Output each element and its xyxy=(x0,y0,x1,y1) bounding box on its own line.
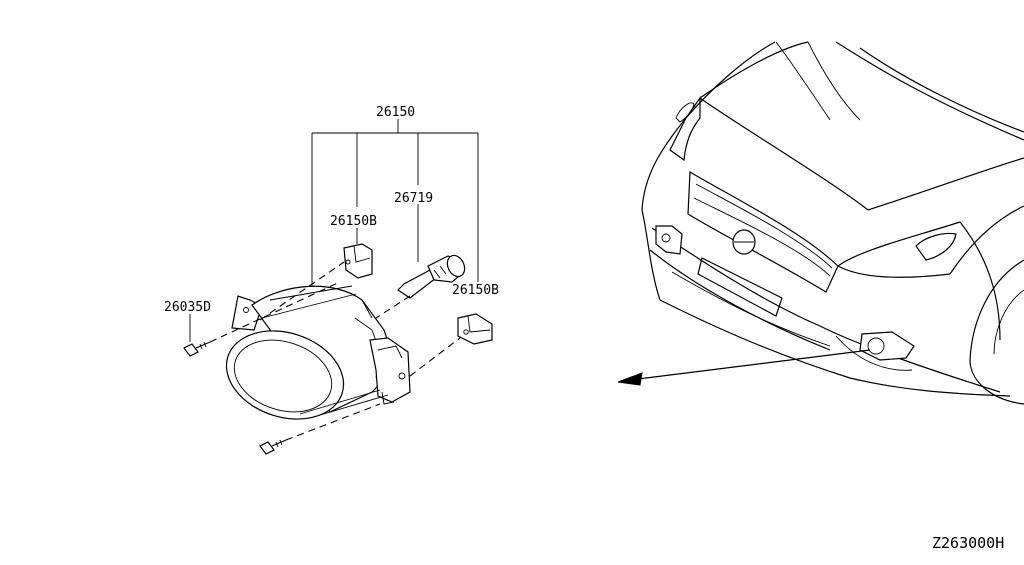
assembly-leader xyxy=(189,119,479,342)
location-arrow xyxy=(617,349,871,386)
bracket-upper-part-number: 26150B xyxy=(330,214,377,229)
bracket-lower-part-number: 26150B xyxy=(452,283,499,298)
vehicle-front-illustration xyxy=(641,41,1024,405)
fog-lamp-illustration xyxy=(225,285,411,420)
bulb-illustration xyxy=(397,254,466,299)
screw-upper xyxy=(183,341,211,357)
assembly-dashed-lines xyxy=(209,261,461,441)
assembly-part-number: 26150 xyxy=(376,105,415,120)
screw-part-number: 26035D xyxy=(164,300,211,315)
diagram-code: Z263000H xyxy=(932,534,1004,552)
screw-lower xyxy=(259,439,287,455)
bracket-clip-lower xyxy=(457,313,493,345)
bulb-part-number: 26719 xyxy=(394,191,433,206)
bracket-clip-upper xyxy=(343,243,373,279)
